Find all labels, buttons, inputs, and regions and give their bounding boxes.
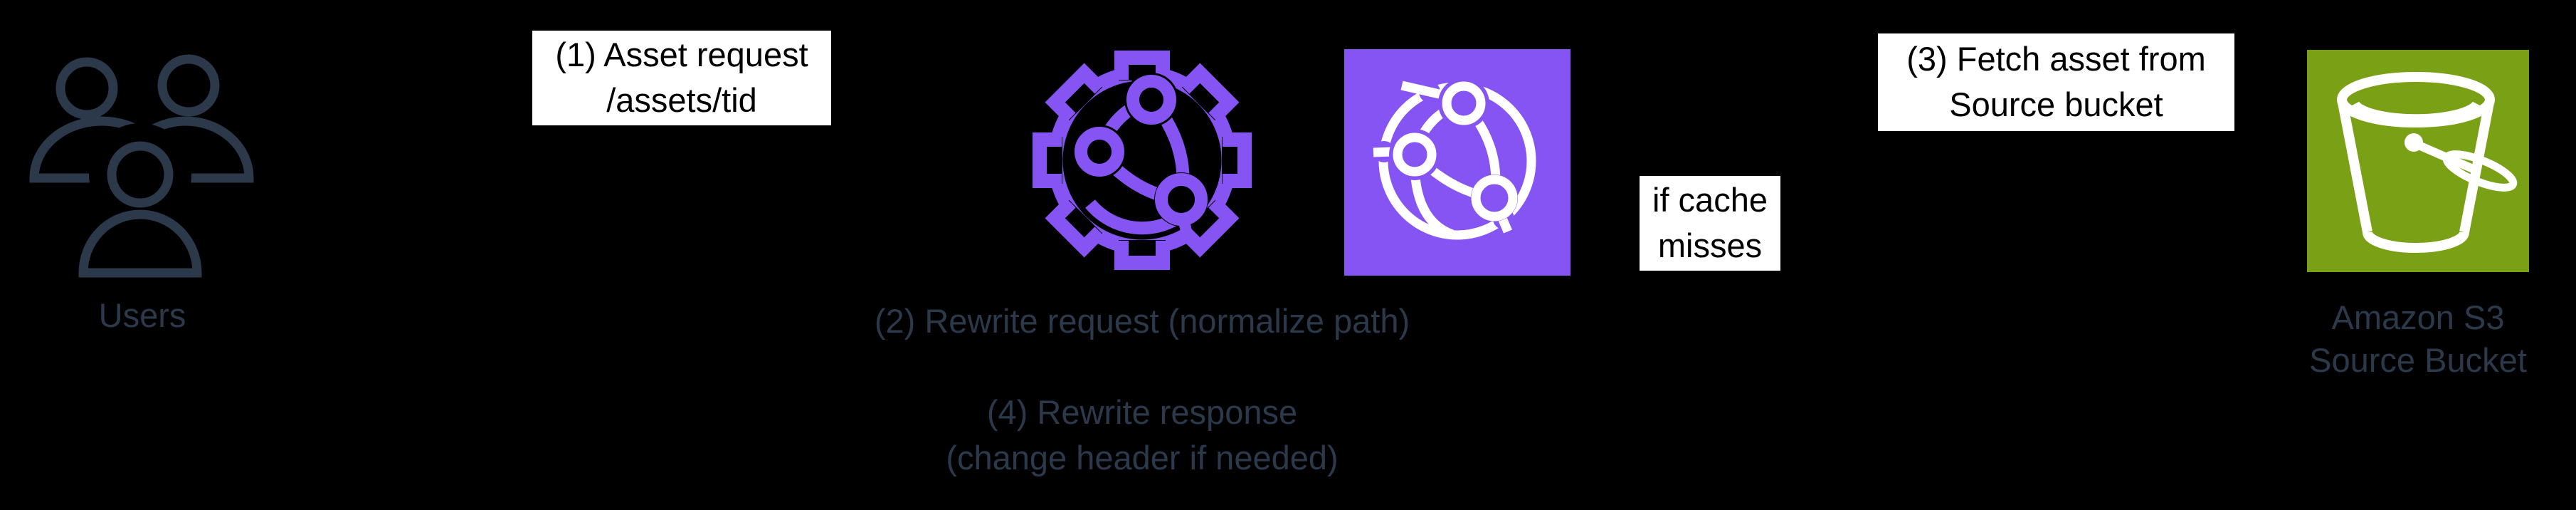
s3-label: Amazon S3 Source Bucket bbox=[2303, 296, 2533, 382]
step1-label: (1) Asset request /assets/tid bbox=[532, 31, 831, 125]
users-label: Users bbox=[98, 296, 186, 334]
step1-line1: (1) Asset request bbox=[555, 36, 808, 73]
gear-teeth bbox=[1028, 46, 1256, 274]
s3-bucket-icon bbox=[2307, 50, 2529, 272]
step3-line1: (3) Fetch asset from bbox=[1906, 40, 2206, 78]
step2-caption: (2) Rewrite request (normalize path) bbox=[874, 302, 1410, 340]
globe-network-nodes bbox=[1393, 81, 1518, 222]
step4-line1: (4) Rewrite response bbox=[986, 393, 1298, 431]
cache-condition-line2: misses bbox=[1657, 227, 1763, 264]
s3-label-line2: Source Bucket bbox=[2309, 341, 2527, 379]
users-icon bbox=[29, 54, 254, 279]
cloudfront-functions-gear-icon bbox=[1028, 46, 1256, 274]
step3-line2: Source bucket bbox=[1949, 85, 2163, 123]
step4-caption: (4) Rewrite response (change header if n… bbox=[786, 390, 1498, 481]
step1-line2: /assets/tid bbox=[606, 81, 757, 119]
gear-network-nodes bbox=[1075, 75, 1208, 226]
step3-label: (3) Fetch asset from Source bucket bbox=[1878, 33, 2234, 131]
s3-label-line1: Amazon S3 bbox=[2331, 298, 2505, 336]
step4-line2: (change header if needed) bbox=[946, 439, 1339, 477]
cache-condition-line1: if cache bbox=[1652, 181, 1768, 219]
bucket-handle-loop bbox=[2442, 150, 2518, 192]
bucket-shape bbox=[2337, 72, 2495, 253]
cloudfront-globe-icon bbox=[1344, 49, 1571, 276]
cache-condition-label: if cache misses bbox=[1640, 176, 1780, 271]
